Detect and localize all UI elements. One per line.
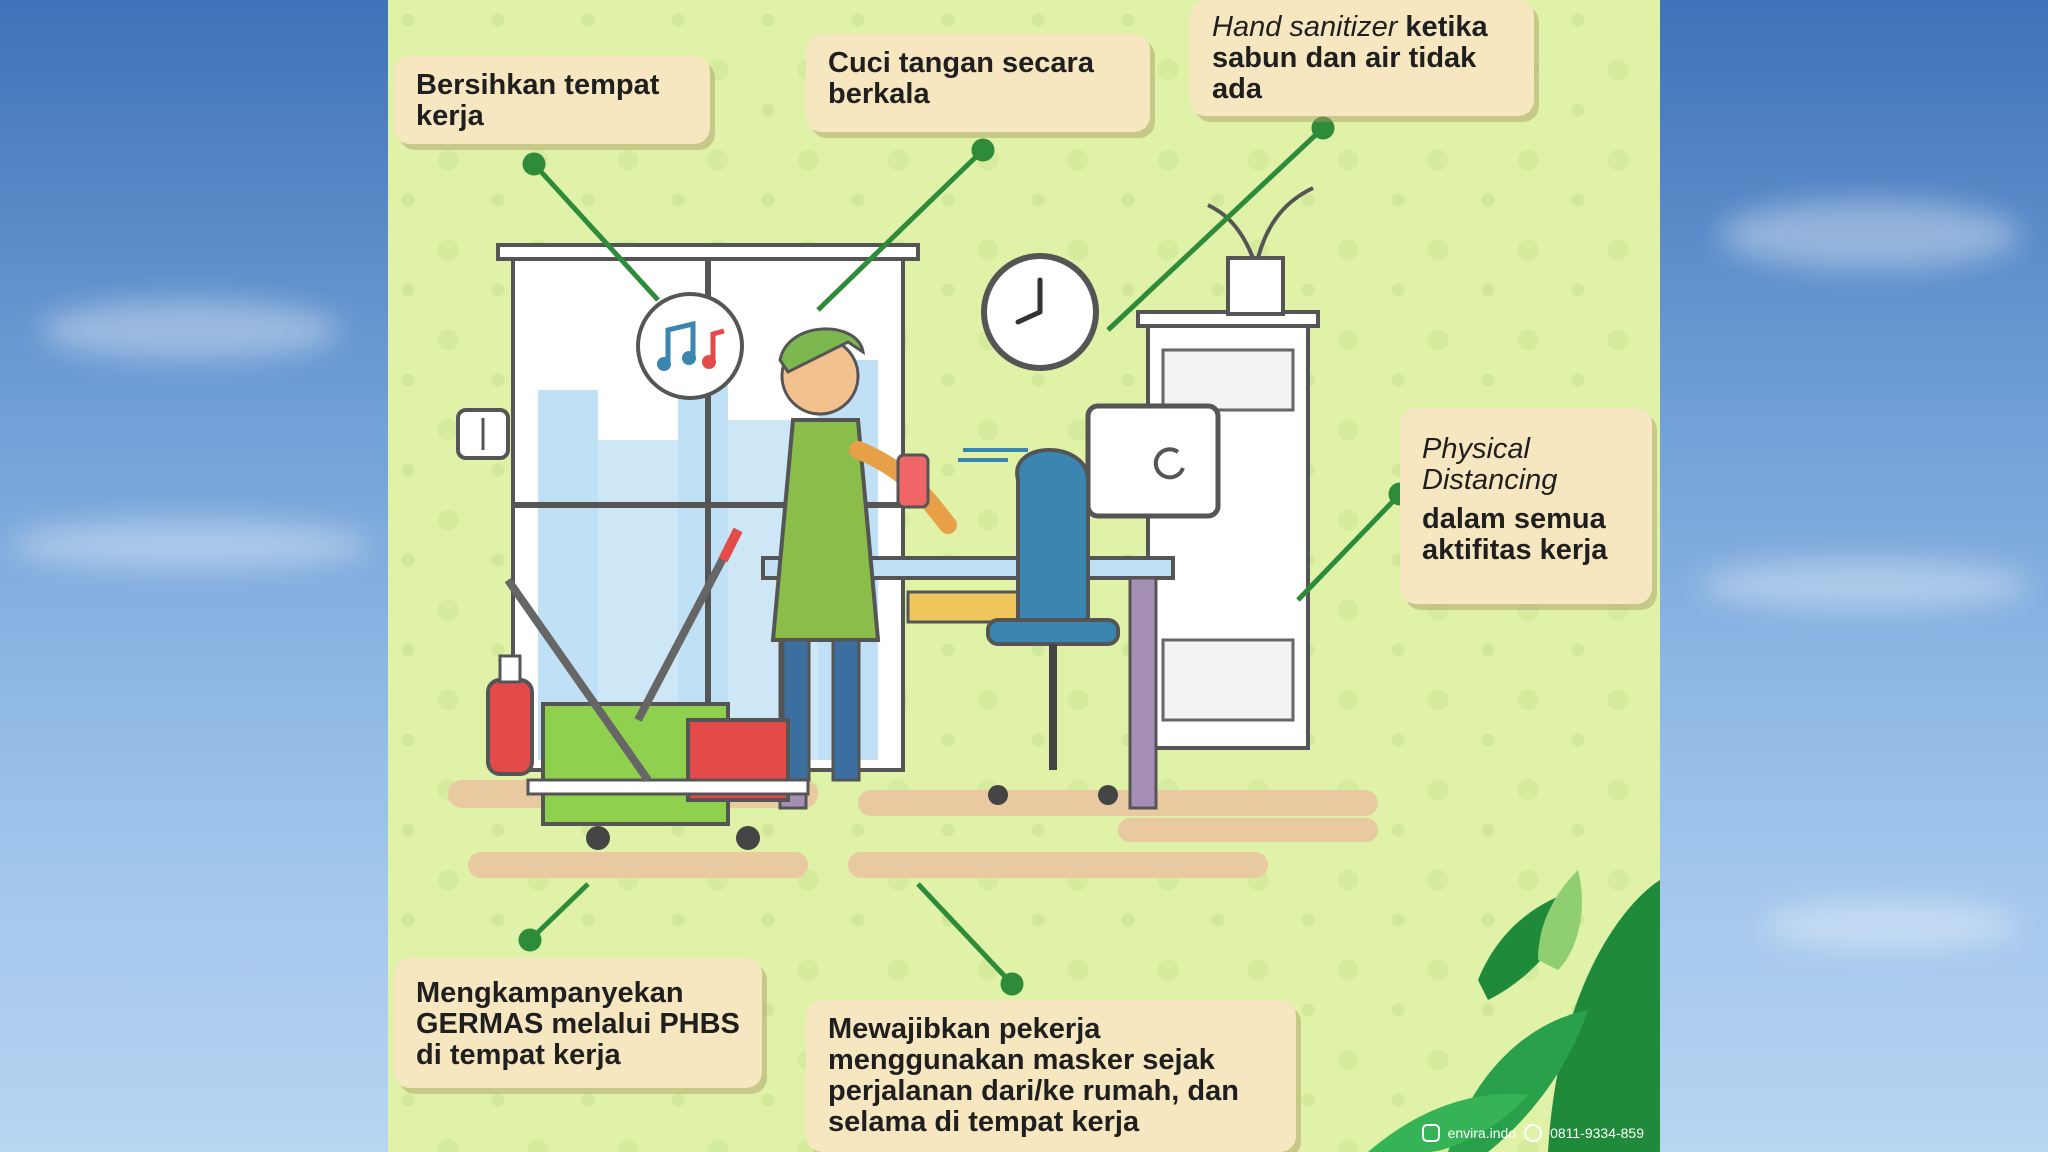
office-cleaning-illustration [448, 116, 1660, 1152]
callout-germas-text: Mengkampanyekan GERMAS melalui PHBS di t… [416, 977, 740, 1071]
instagram-icon [1421, 1124, 1440, 1142]
callout-physical-distancing-text: dalam semua aktifitas kerja [1422, 503, 1608, 566]
callout-hand-sanitizer-italic: Hand sanitizer [1212, 11, 1398, 43]
callout-physical-distancing-italic: Physical Distancing [1422, 433, 1558, 496]
callout-wash-hands: Cuci tangan secara berkala [806, 34, 1150, 132]
callout-germas: Mengkampanyekan GERMAS melalui PHBS di t… [394, 958, 762, 1088]
whatsapp-number: 0811-9334-859 [1550, 1125, 1644, 1141]
callout-masks-text: Mewajibkan pekerja menggunakan masker se… [828, 1013, 1239, 1138]
decorative-leaves [1368, 870, 1660, 1152]
callout-connectors [518, 116, 1412, 996]
instagram-handle: envira.indo [1447, 1125, 1517, 1141]
callout-masks: Mewajibkan pekerja menggunakan masker se… [806, 1000, 1296, 1152]
callout-wash-hands-text: Cuci tangan secara berkala [828, 47, 1094, 110]
callout-hand-sanitizer-text: ketika sabun dan air tidak ada [1212, 11, 1488, 105]
callout-hand-sanitizer: Hand sanitizer ketika sabun dan air tida… [1190, 0, 1534, 116]
footer-contact: envira.indo 0811-9334-859 [1421, 1124, 1644, 1142]
callout-physical-distancing: Physical Distancing dalam semua aktifita… [1400, 408, 1652, 604]
whatsapp-icon [1524, 1124, 1543, 1142]
callout-clean-workplace: Bersihkan tempat kerja [394, 56, 710, 144]
clock-icon [981, 253, 1099, 371]
callout-clean-workplace-text: Bersihkan tempat kerja [416, 69, 660, 132]
music-note-icon [636, 292, 744, 400]
health-protocol-poster: Bersihkan tempat kerja Cuci tangan secar… [388, 0, 1660, 1152]
